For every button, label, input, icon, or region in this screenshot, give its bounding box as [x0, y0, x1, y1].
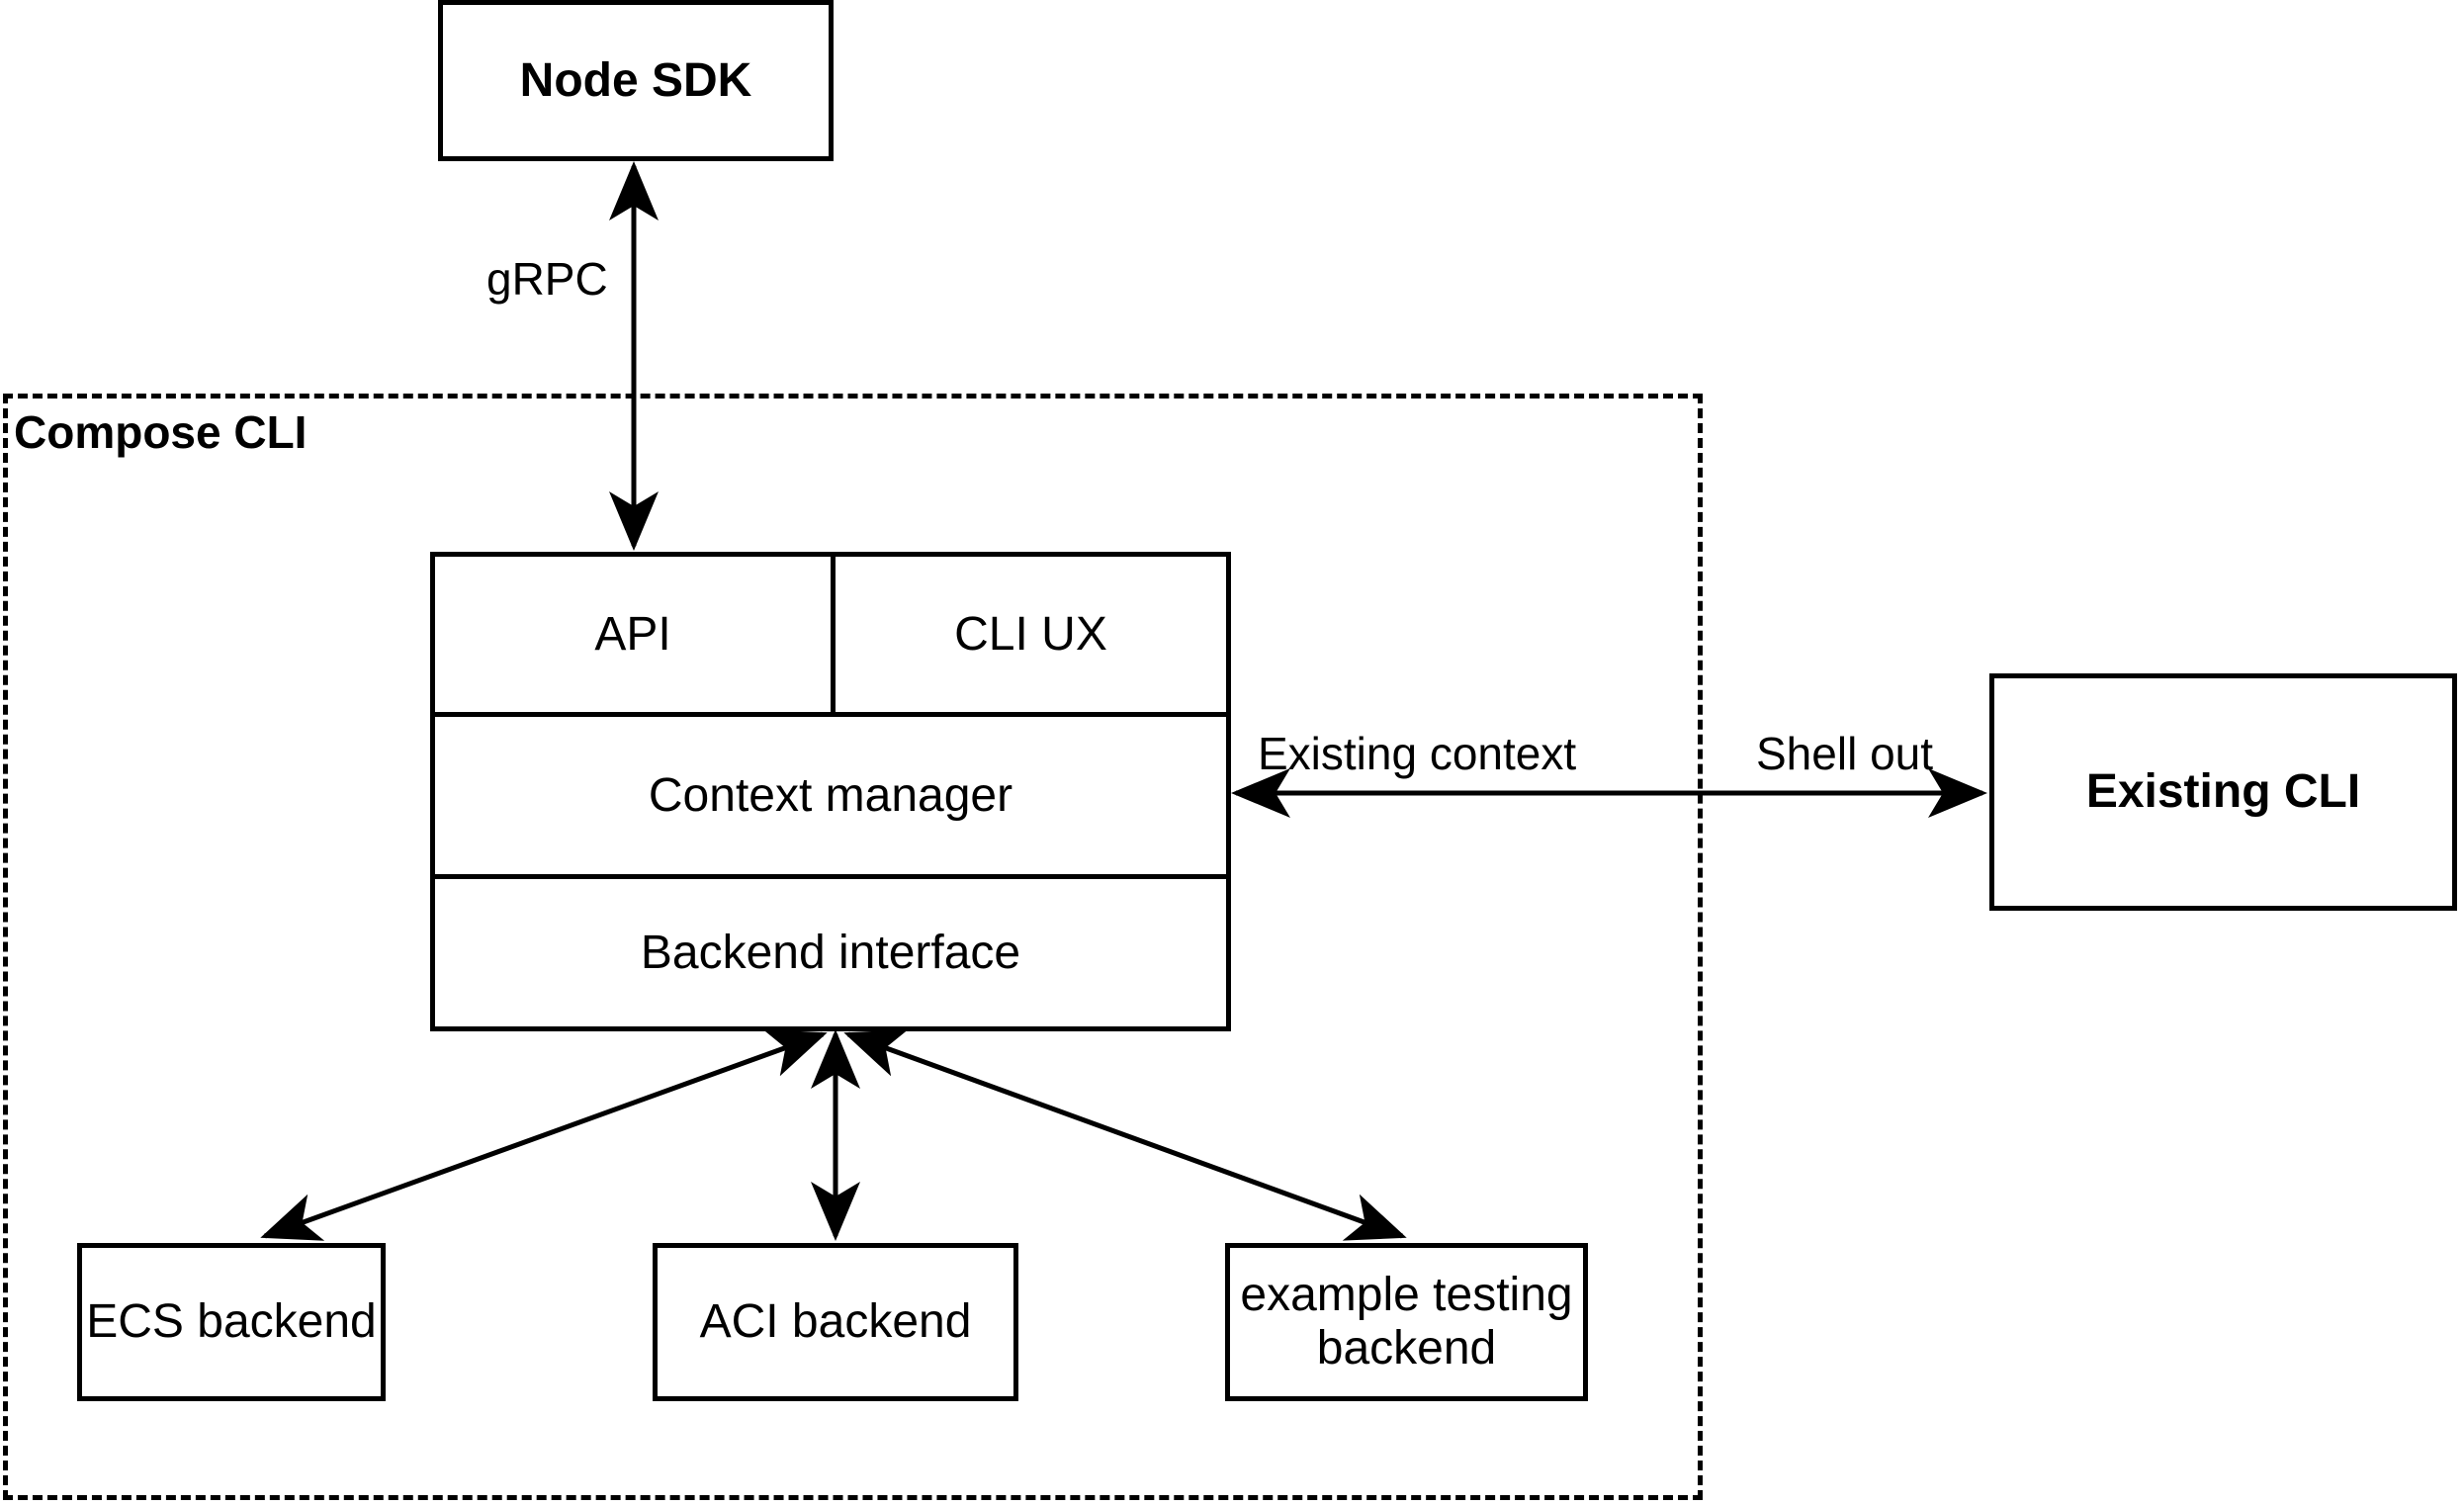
- compose-cli-group-label: Compose CLI: [14, 406, 308, 458]
- node-sdk-box[interactable]: Node SDK: [438, 0, 834, 161]
- example-testing-backend-label: example testing backend: [1240, 1269, 1573, 1374]
- stack-row-context-manager: Context manager: [435, 717, 1226, 879]
- api-cell[interactable]: API: [435, 557, 836, 712]
- backend-interface-label: Backend interface: [640, 927, 1021, 979]
- node-sdk-label: Node SDK: [519, 53, 752, 107]
- stack-row-backend-interface: Backend interface: [435, 879, 1226, 1026]
- example-testing-backend-box[interactable]: example testing backend: [1225, 1243, 1588, 1401]
- aci-backend-label: ACI backend: [699, 1295, 972, 1349]
- context-manager-label: Context manager: [648, 769, 1013, 822]
- compose-cli-group-boundary: [3, 394, 1703, 1500]
- compose-cli-stack: API CLI UX Context manager Backend inter…: [430, 552, 1231, 1031]
- ecs-backend-box[interactable]: ECS backend: [77, 1243, 386, 1401]
- cli-ux-label: CLI UX: [954, 608, 1107, 661]
- existing-context-edge-label: Existing context: [1258, 728, 1577, 779]
- grpc-edge-label: gRPC: [486, 253, 608, 305]
- existing-cli-box[interactable]: Existing CLI: [1989, 673, 2457, 911]
- shell-out-edge-label: Shell out: [1756, 728, 1934, 779]
- cli-ux-cell[interactable]: CLI UX: [836, 557, 1226, 712]
- backend-interface-cell[interactable]: Backend interface: [435, 879, 1226, 1026]
- api-label: API: [594, 608, 671, 661]
- aci-backend-box[interactable]: ACI backend: [653, 1243, 1018, 1401]
- ecs-backend-label: ECS backend: [86, 1295, 377, 1349]
- context-manager-cell[interactable]: Context manager: [435, 717, 1226, 874]
- stack-row-api-cliux: API CLI UX: [435, 557, 1226, 717]
- existing-cli-label: Existing CLI: [2085, 765, 2361, 819]
